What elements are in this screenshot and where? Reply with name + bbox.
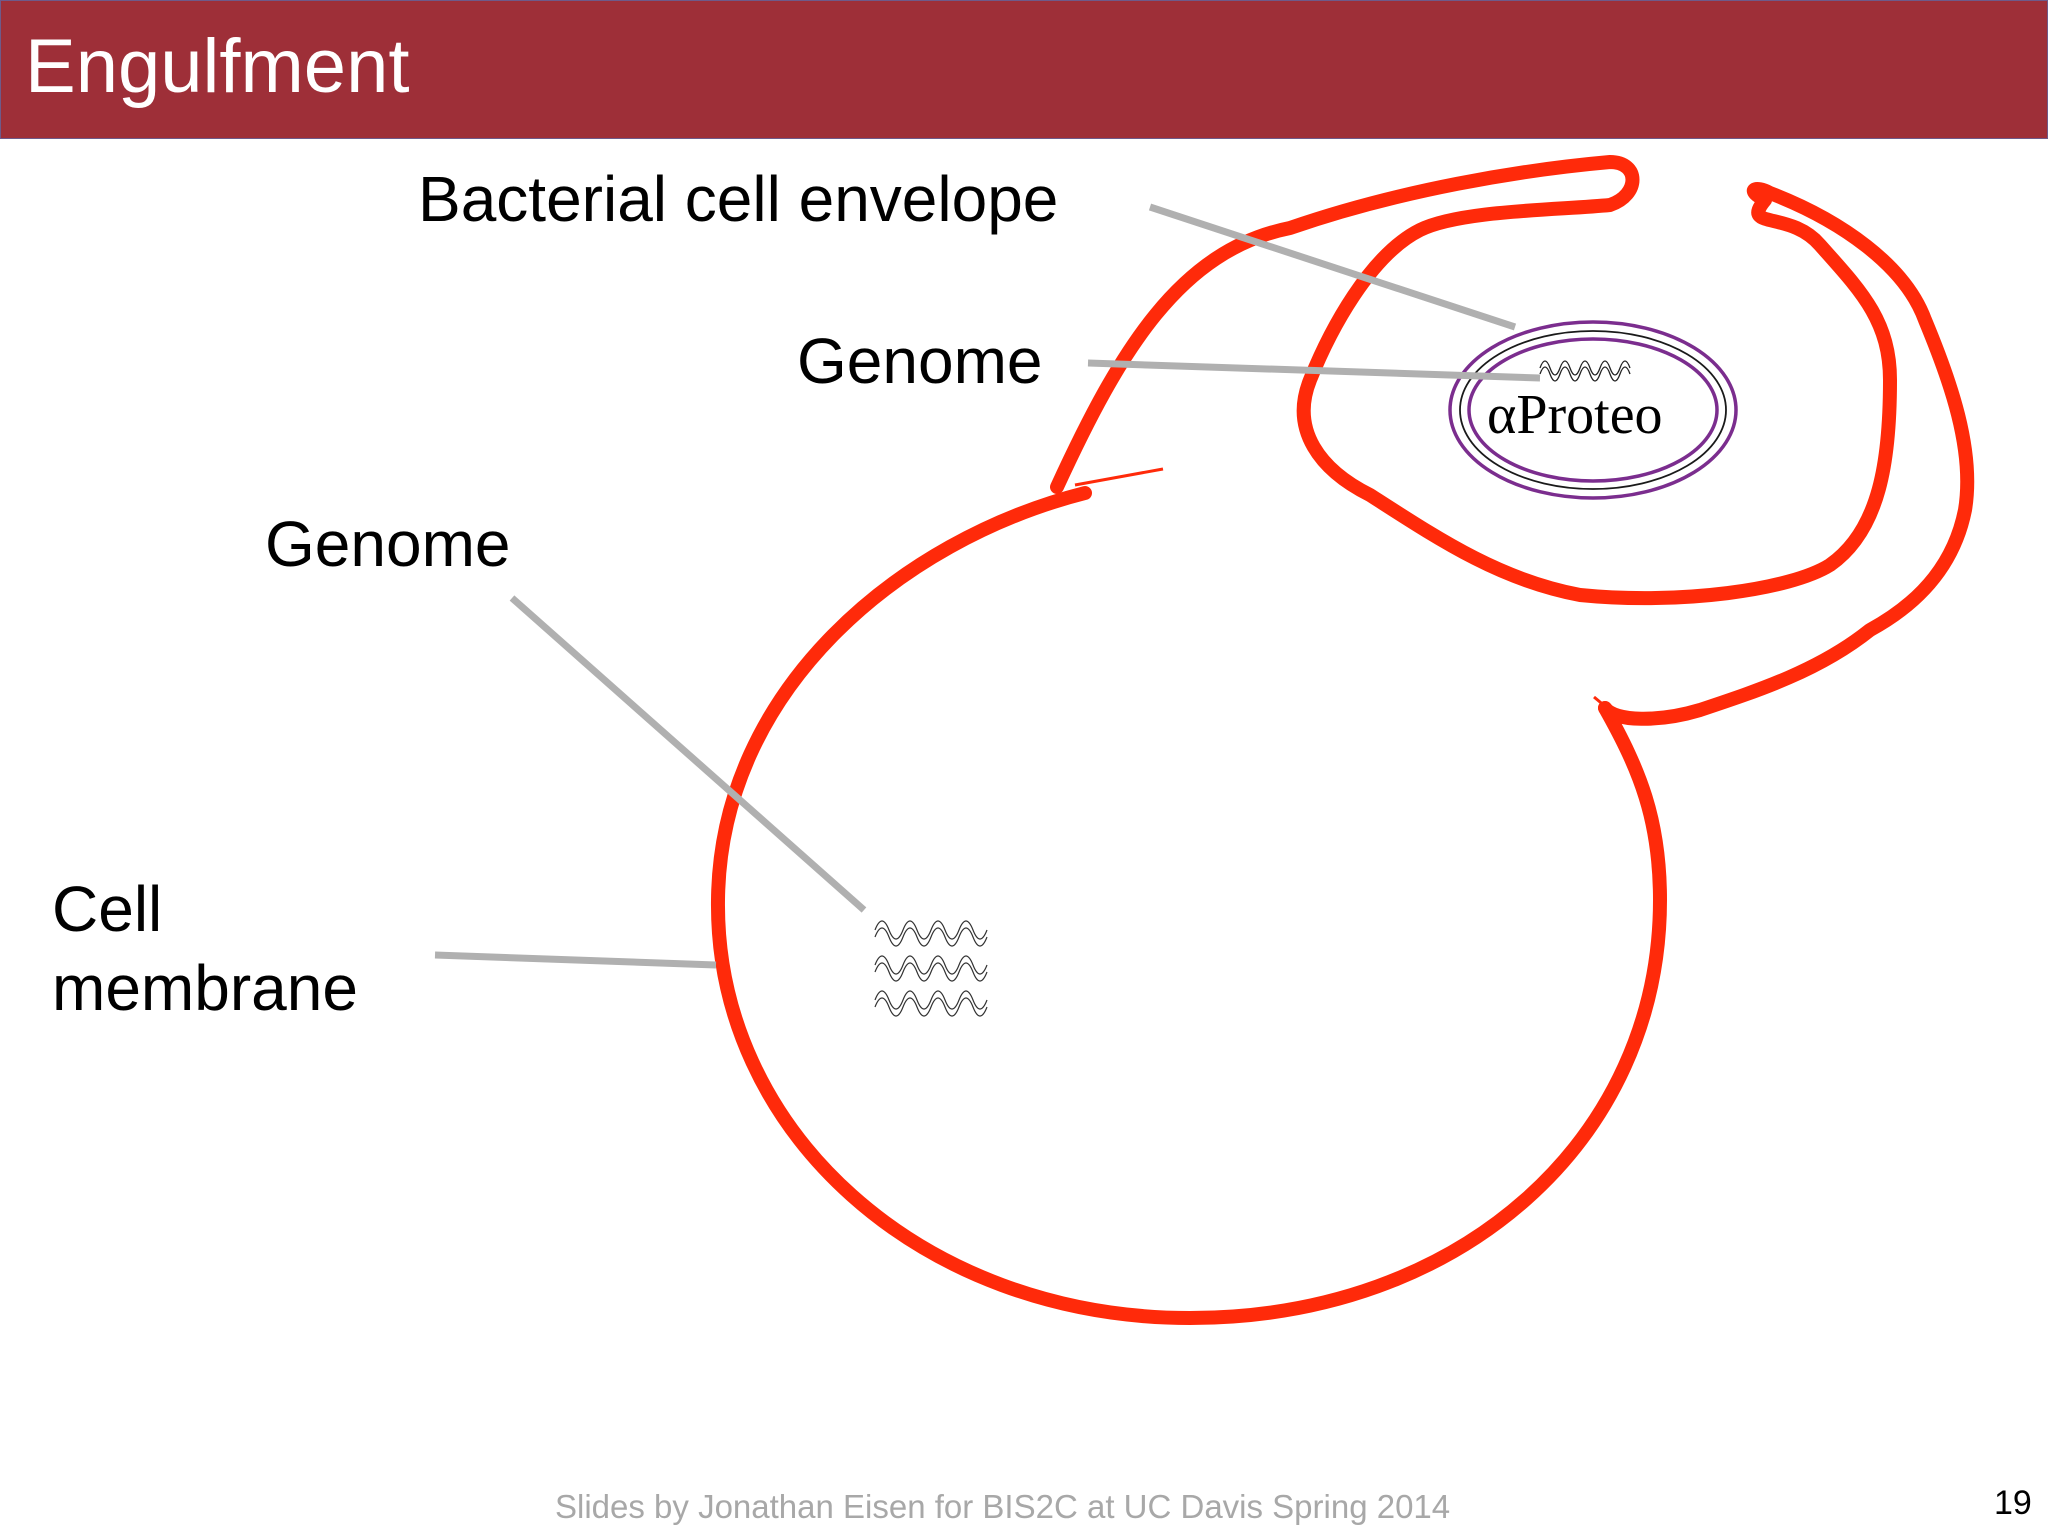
host-genome-label: Genome: [265, 508, 511, 580]
bacterium-envelope-middle: [1459, 330, 1727, 490]
bacterium-envelope-outer: [1448, 320, 1738, 500]
bacterium-label: αProteo: [1487, 384, 1663, 446]
membrane-gap-mark: [1074, 467, 1164, 487]
membrane-gap-mark-lower: [1593, 695, 1613, 714]
host-genome-icon: [874, 920, 988, 1017]
cell-membrane-label-line1: Cell: [52, 873, 163, 945]
leader-line-envelope: [1148, 203, 1517, 331]
engulfing-membrane-arm: [1050, 155, 1975, 726]
title-bar: Engulfment: [0, 0, 2048, 139]
leader-line-host-genome: [509, 595, 867, 913]
bacterial-genome-label: Genome: [797, 325, 1043, 397]
cell-membrane-label-line2: membrane: [52, 952, 358, 1024]
bacterial-genome-icon: [1539, 360, 1631, 382]
leader-line-bacterial-genome: [1087, 359, 1541, 382]
page-number: 19: [1994, 1484, 2032, 1522]
bacterial-envelope-label: Bacterial cell envelope: [418, 163, 1059, 235]
slide-title: Engulfment: [25, 24, 410, 109]
slide-footer: Slides by Jonathan Eisen for BIS2C at UC…: [555, 1488, 1451, 1525]
host-cell-membrane: [710, 486, 1668, 1326]
bacterium-envelope-inner: [1467, 337, 1719, 483]
leader-line-cell-membrane: [434, 951, 717, 969]
